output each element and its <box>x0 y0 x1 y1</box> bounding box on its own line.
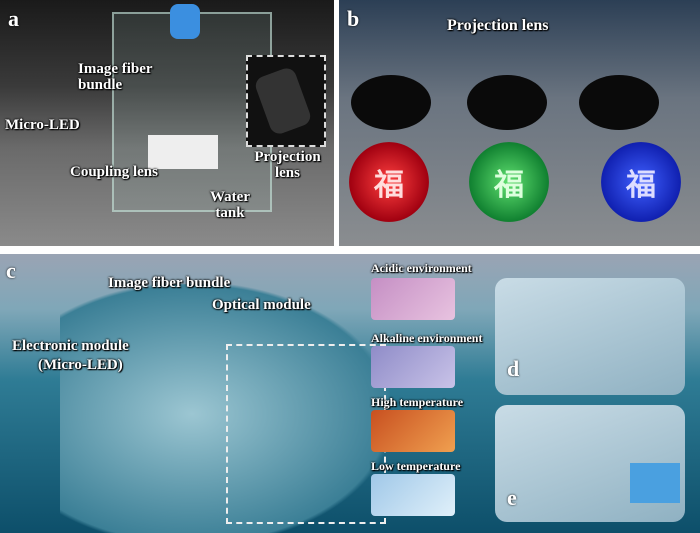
label-low-temp: Low temperature <box>371 459 461 473</box>
label-micro-led: Micro-LED <box>5 117 80 133</box>
lens-shadow <box>351 75 431 130</box>
panel-label-a: a <box>8 6 19 31</box>
lens-shadow <box>467 75 547 130</box>
glove <box>170 4 200 39</box>
label-fiber-bundle: Image fiber bundle <box>108 275 231 291</box>
face-illustration <box>60 284 390 533</box>
low-temp-thumbnail <box>371 474 455 516</box>
label-fiber: Image fiber bundle <box>78 61 153 93</box>
label-high-temp: High temperature <box>371 395 464 409</box>
blue-projection: 福 <box>601 142 681 222</box>
acidic-thumbnail <box>371 278 455 320</box>
panel-label-b: b <box>347 6 360 31</box>
panel-label-d: d <box>507 356 520 381</box>
lens-shadow <box>579 75 659 130</box>
green-projection: 福 <box>469 142 549 222</box>
alkaline-thumbnail <box>371 346 455 388</box>
label-projection: Projection lens <box>254 149 321 181</box>
label-electronic: Electronic module <box>12 338 129 354</box>
label-alkaline: Alkaline environment <box>371 331 483 345</box>
projection-lens-inset <box>246 55 326 147</box>
label-water-tank: Water tank <box>210 189 250 221</box>
panel-b: b Projection lens 福 福 福 <box>339 0 700 246</box>
screen-plate <box>148 135 218 169</box>
label-optical: Optical module <box>212 297 311 313</box>
high-temp-thumbnail <box>371 410 455 452</box>
watermark-logo <box>630 463 680 503</box>
red-projection: 福 <box>349 142 429 222</box>
panel-label-e: e <box>507 485 517 510</box>
panel-label-c: c <box>6 258 16 283</box>
label-projection-lens: Projection lens <box>447 17 549 34</box>
label-coupling: Coupling lens <box>70 164 158 180</box>
label-acidic: Acidic environment <box>371 261 472 275</box>
panel-e: e <box>495 405 685 522</box>
label-electronic-sub: (Micro-LED) <box>38 357 123 373</box>
panel-d: d <box>495 278 685 395</box>
optical-module-box <box>226 344 386 524</box>
water-tank-photo <box>112 12 272 212</box>
panel-a: a Image fiber bundle Micro-LED Coupling … <box>0 0 334 246</box>
